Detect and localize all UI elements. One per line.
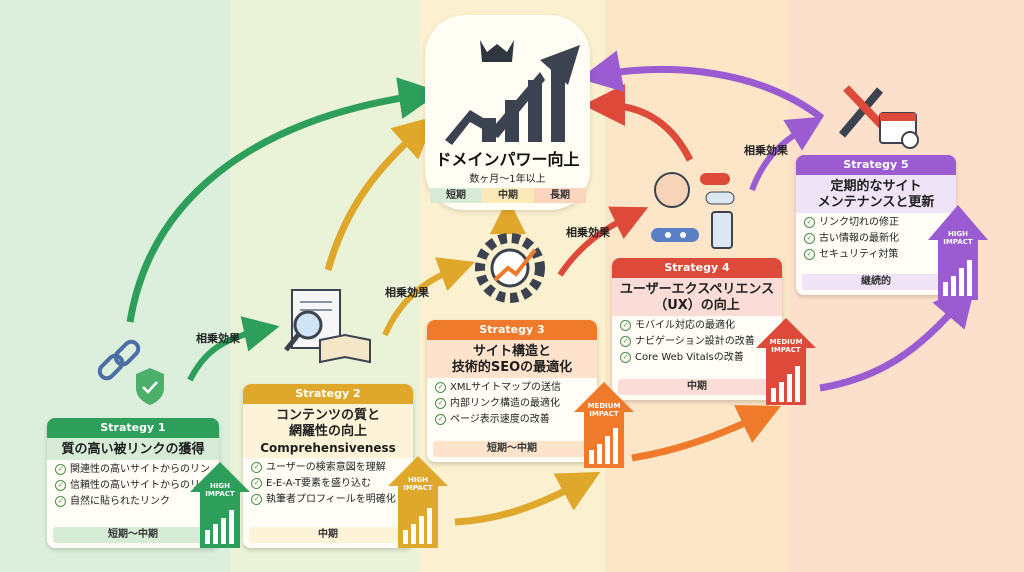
- strategy-card-4: Strategy 4 ユーザーエクスペリエンス （UX）の向上 ✓モバイル対応の…: [612, 258, 782, 400]
- list-item: ✓ナビゲーション設計の改善: [620, 334, 774, 350]
- check-icon: ✓: [620, 335, 631, 347]
- strategy-card-1: Strategy 1 質の高い被リンクの獲得 ✓関連性の高いサイトからのリンク …: [47, 418, 219, 548]
- arrow-bottom-s3-s4: [631, 405, 781, 462]
- strategy-header: Strategy 3: [427, 320, 597, 340]
- list-item: ✓モバイル対応の最適化: [620, 318, 774, 334]
- strategy-card-5: Strategy 5 定期的なサイト メンテナンスと更新 ✓リンク切れの修正 ✓…: [796, 155, 956, 295]
- strategy-title: コンテンツの質と 網羅性の向上 Comprehensiveness: [243, 404, 413, 458]
- timeline-segment-long: 長期: [534, 188, 586, 203]
- check-icon: ✓: [251, 461, 262, 473]
- timeline-segment-mid: 中期: [482, 188, 534, 203]
- list-item: ✓ユーザーの検索意図を理解: [251, 460, 405, 476]
- list-item: ✓内部リンク構造の最適化: [435, 396, 589, 412]
- arrow-bottom-s4-s5: [819, 283, 976, 392]
- strategy-items: ✓モバイル対応の最適化 ✓ナビゲーション設計の改善 ✓Core Web Vita…: [612, 318, 782, 366]
- arrow-s2-to-center: [324, 116, 436, 271]
- list-item: ✓執筆者プロフィールを明確化: [251, 492, 405, 508]
- list-item: ✓信頼性の高いサイトからのリンク: [55, 478, 211, 494]
- list-item: ✓関連性の高いサイトからのリンク: [55, 462, 211, 478]
- check-icon: ✓: [435, 397, 446, 409]
- strategy-header: Strategy 1: [47, 418, 219, 438]
- strategy-title: 定期的なサイト メンテナンスと更新: [796, 175, 956, 213]
- strategy-card-3: Strategy 3 サイト構造と 技術的SEOの最適化 ✓XMLサイトマップの…: [427, 320, 597, 462]
- strategy-timing: 短期〜中期: [433, 441, 591, 457]
- synergy-label-2: 相乗効果: [385, 286, 429, 299]
- list-item: ✓自然に貼られたリンク: [55, 494, 211, 510]
- list-item: ✓E-E-A-T要素を盛り込む: [251, 476, 405, 492]
- arrow-bottom-s2-s3: [454, 471, 601, 526]
- goal-title: ドメインパワー向上: [435, 150, 580, 169]
- check-icon: ✓: [620, 319, 631, 331]
- strategy-header: Strategy 4: [612, 258, 782, 278]
- check-icon: ✓: [251, 477, 262, 489]
- arrow-s4-to-center: [583, 84, 694, 162]
- arrow-s5-to-center: [579, 50, 825, 121]
- strategy-header: Strategy 5: [796, 155, 956, 175]
- check-icon: ✓: [435, 381, 446, 393]
- list-item: ✓古い情報の最新化: [804, 231, 948, 247]
- strategy-timing: 短期〜中期: [53, 527, 213, 543]
- goal-duration: 数ヶ月〜1年以上: [469, 174, 546, 185]
- check-icon: ✓: [804, 232, 815, 244]
- synergy-label-1: 相乗効果: [196, 332, 240, 345]
- list-item: ✓セキュリティ対策: [804, 247, 948, 263]
- arrow-s3-to-s4: [557, 206, 649, 277]
- strategy-items: ✓XMLサイトマップの送信 ✓内部リンク構造の最適化 ✓ページ表示速度の改善: [427, 380, 597, 428]
- check-icon: ✓: [620, 351, 631, 363]
- strategy-items: ✓リンク切れの修正 ✓古い情報の最新化 ✓セキュリティ対策: [796, 215, 956, 263]
- strategy-timing: 継続的: [802, 274, 950, 290]
- strategy-title: 質の高い被リンクの獲得: [47, 438, 219, 460]
- check-icon: ✓: [804, 248, 815, 260]
- list-item: ✓Core Web Vitalsの改善: [620, 350, 774, 366]
- synergy-label-4: 相乗効果: [744, 144, 788, 157]
- arrow-s1-to-s2: [187, 316, 280, 382]
- strategy-items: ✓ユーザーの検索意図を理解 ✓E-E-A-T要素を盛り込む ✓執筆者プロフィール…: [243, 460, 413, 508]
- check-icon: ✓: [435, 413, 446, 425]
- strategy-title: サイト構造と 技術的SEOの最適化: [427, 340, 597, 378]
- strategy-items: ✓関連性の高いサイトからのリンク ✓信頼性の高いサイトからのリンク ✓自然に貼ら…: [47, 462, 219, 510]
- arrow-s2-to-s3: [382, 257, 475, 337]
- list-item: ✓リンク切れの修正: [804, 215, 948, 231]
- arrow-s4-to-s5: [749, 116, 824, 192]
- check-icon: ✓: [55, 495, 66, 507]
- list-item: ✓XMLサイトマップの送信: [435, 380, 589, 396]
- list-item: ✓ページ表示速度の改善: [435, 412, 589, 428]
- strategy-card-2: Strategy 2 コンテンツの質と 網羅性の向上 Comprehensive…: [243, 384, 413, 548]
- check-icon: ✓: [251, 493, 262, 505]
- arrow-s1-to-center: [126, 77, 441, 323]
- check-icon: ✓: [55, 463, 66, 475]
- strategy-timing: 中期: [618, 379, 776, 395]
- strategy-header: Strategy 2: [243, 384, 413, 404]
- check-icon: ✓: [804, 216, 815, 228]
- strategy-timing: 中期: [249, 527, 407, 543]
- strategy-title: ユーザーエクスペリエンス （UX）の向上: [612, 278, 782, 316]
- check-icon: ✓: [55, 479, 66, 491]
- synergy-label-3: 相乗効果: [566, 226, 610, 239]
- timeline-segment-short: 短期: [430, 188, 482, 203]
